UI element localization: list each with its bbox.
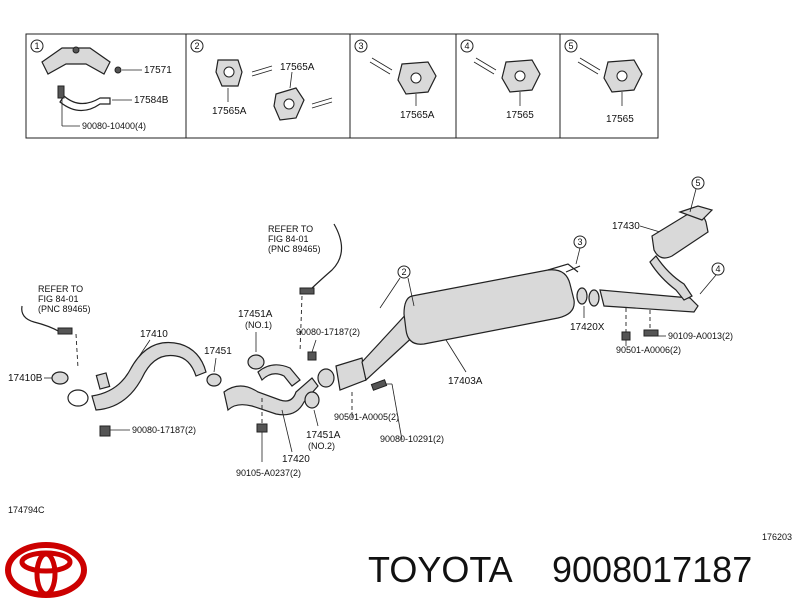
hanger-bracket: [41, 47, 111, 75]
front-exhaust-pipe: [91, 341, 207, 411]
svg-text:90080-10291(2): 90080-10291(2): [380, 434, 444, 444]
gasket-17451a-no2: 17451A (NO.2): [304, 391, 341, 451]
svg-text:4: 4: [715, 264, 720, 274]
inset-1: 1 17571 17584B 90080-10400(4): [30, 39, 172, 131]
diagram-code-left: 174794C: [8, 505, 45, 515]
svg-text:4: 4: [464, 41, 469, 51]
svg-text:90080-17187(2): 90080-17187(2): [132, 425, 196, 435]
svg-text:90501-A0005(2): 90501-A0005(2): [334, 412, 399, 422]
svg-text:FIG 84-01: FIG 84-01: [38, 294, 79, 304]
sub-muffler: 17430 5 4: [612, 176, 725, 301]
svg-text:17451A: 17451A: [306, 430, 341, 441]
diagram-code-right: 176203: [762, 532, 792, 542]
inset-1-number: 1: [34, 41, 39, 51]
svg-text:3: 3: [358, 41, 363, 51]
gasket-17451a-no1: 17451A (NO.1): [238, 309, 273, 370]
inset-3: 3 17565A: [354, 39, 437, 121]
toyota-logo-icon: [5, 542, 87, 598]
label-17584b: 17584B: [134, 95, 169, 106]
svg-text:17410: 17410: [140, 329, 168, 340]
callout-4: [711, 262, 725, 276]
part-number: 9008017187: [552, 549, 752, 590]
svg-text:17451A: 17451A: [238, 309, 273, 320]
svg-text:5: 5: [695, 178, 700, 188]
front-pipe: 17410 17410B 90080-17187(2): [8, 329, 207, 437]
svg-text:17565A: 17565A: [212, 106, 247, 117]
svg-text:17451: 17451: [204, 346, 232, 357]
svg-text:FIG 84-01: FIG 84-01: [268, 234, 309, 244]
brand-name: TOYOTA: [368, 549, 513, 590]
footer: 174794C 176203 TOYOTA 9008017187: [5, 505, 792, 598]
muffler-body: [403, 269, 575, 345]
inset-2: 2 17565A 17565A: [190, 39, 333, 121]
svg-text:90105-A0237(2): 90105-A0237(2): [236, 468, 301, 478]
svg-text:17420X: 17420X: [570, 322, 605, 333]
svg-text:(NO.2): (NO.2): [308, 441, 335, 451]
svg-text:17565: 17565: [606, 114, 634, 125]
sensor-wire-mid: [307, 223, 343, 293]
label-90080-10400: 90080-10400(4): [82, 121, 146, 131]
inset-4: 4 17565: [460, 39, 541, 121]
svg-text:2: 2: [194, 41, 199, 51]
oxygen-sensor-left: REFER TO FIG 84-01 (PNC 89465): [21, 284, 91, 369]
inset-frame: [25, 33, 659, 139]
svg-text:17420: 17420: [282, 454, 310, 465]
svg-text:REFER TO: REFER TO: [38, 284, 83, 294]
gasket-17410b: [51, 371, 69, 385]
front-pipe-flange: [67, 389, 89, 407]
svg-text:90109-A0013(2): 90109-A0013(2): [668, 331, 733, 341]
label-17571: 17571: [144, 65, 172, 76]
svg-text:2: 2: [401, 267, 406, 277]
sensor-wire-left: [21, 305, 61, 333]
callout-5: [691, 176, 705, 190]
svg-text:REFER TO: REFER TO: [268, 224, 313, 234]
main-muffler: 17403A 2 3: [379, 235, 587, 387]
clamp-band: [59, 95, 111, 112]
svg-text:17565: 17565: [506, 110, 534, 121]
svg-text:3: 3: [577, 237, 582, 247]
svg-text:90501-A0006(2): 90501-A0006(2): [616, 345, 681, 355]
svg-text:(NO.1): (NO.1): [245, 320, 272, 330]
main-diagram: REFER TO FIG 84-01 (PNC 89465) 17410 174…: [8, 176, 733, 478]
inset-5: 5 17565: [564, 39, 643, 125]
svg-text:17565A: 17565A: [400, 110, 435, 121]
tail-pipe-section: 17420X 90109-A0013(2) 90501-A0006(2): [570, 287, 733, 355]
svg-text:17410B: 17410B: [8, 373, 43, 384]
svg-text:90080-17187(2): 90080-17187(2): [296, 327, 360, 337]
y-pipe: [223, 377, 319, 416]
svg-text:17430: 17430: [612, 221, 640, 232]
svg-text:17403A: 17403A: [448, 376, 483, 387]
tail-pipe: [599, 289, 699, 313]
exhaust-pipe-17420: 17420 90105-A0237(2): [223, 364, 319, 478]
inset-panel: 1 17571 17584B 90080-10400(4) 2 17565A: [25, 33, 659, 139]
callout-2: [397, 265, 411, 279]
svg-text:(PNC 89465): (PNC 89465): [268, 244, 321, 254]
nut-top: 90080-17187(2): [296, 327, 360, 361]
svg-text:5: 5: [568, 41, 573, 51]
catalytic-converter: [335, 357, 367, 391]
gasket-17451: 17451: [204, 346, 232, 387]
oxygen-sensor-mid: REFER TO FIG 84-01 (PNC 89465): [268, 223, 343, 353]
svg-text:17565A: 17565A: [280, 62, 315, 73]
svg-text:(PNC 89465): (PNC 89465): [38, 304, 91, 314]
